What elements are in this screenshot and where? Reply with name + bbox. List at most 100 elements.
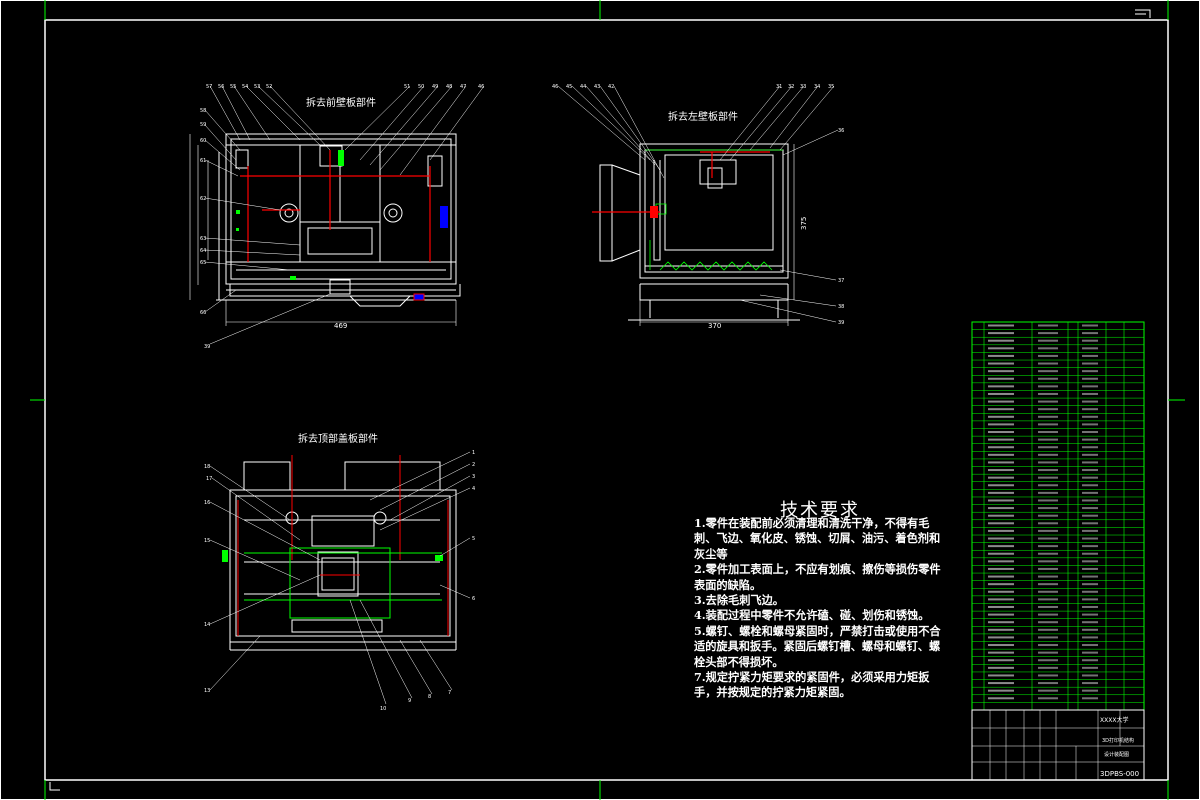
bom-cell-mark bbox=[1082, 354, 1098, 357]
svg-text:32: 32 bbox=[788, 84, 794, 90]
bom-cell-mark bbox=[1082, 628, 1098, 631]
bom-cell-mark bbox=[1038, 415, 1058, 418]
bom-cell-mark bbox=[1038, 575, 1058, 578]
bom-cell-mark bbox=[988, 659, 1014, 662]
bom-cell-mark bbox=[1038, 324, 1058, 327]
bom-cell-mark bbox=[988, 507, 1014, 510]
title-block-name-2: 设计装配图 bbox=[1104, 751, 1129, 758]
bom-cell-mark bbox=[988, 362, 1014, 365]
bom-cell-mark bbox=[1082, 392, 1098, 395]
bom-cell-mark bbox=[1038, 385, 1058, 388]
bom-cell-mark bbox=[1082, 621, 1098, 624]
req-item-7: 7.规定拧紧力矩要求的紧固件，必须采用力矩扳手，并按规定的拧紧力矩紧固。 bbox=[694, 670, 930, 700]
bom-cell-mark bbox=[1082, 362, 1098, 365]
svg-text:4: 4 bbox=[472, 486, 475, 492]
tech-requirements-title: 技术要求 bbox=[780, 500, 860, 521]
bom-cell-mark bbox=[1038, 621, 1058, 624]
bom-cell-mark bbox=[1038, 613, 1058, 616]
title-block-name-1: 3D打印机结构 bbox=[1102, 737, 1134, 744]
bom-cell-mark bbox=[988, 674, 1014, 677]
bom-cell-mark bbox=[1082, 529, 1098, 532]
svg-text:35: 35 bbox=[828, 84, 834, 90]
bom-cell-mark bbox=[1082, 324, 1098, 327]
bom-cell-mark bbox=[1082, 636, 1098, 639]
bom-cell-mark bbox=[1038, 666, 1058, 669]
svg-text:10: 10 bbox=[380, 706, 386, 712]
bom-cell-mark bbox=[1082, 370, 1098, 373]
bom-cell-mark bbox=[1038, 408, 1058, 411]
bom-cell-mark bbox=[1082, 651, 1098, 654]
sheet-inner-border bbox=[44, 19, 1169, 781]
bom-cell-mark bbox=[1038, 431, 1058, 434]
bom-cell-mark bbox=[1082, 552, 1098, 555]
bom-cell-mark bbox=[988, 537, 1014, 540]
svg-text:61: 61 bbox=[200, 158, 206, 164]
bom-cell-mark bbox=[988, 347, 1014, 350]
bom-cell-mark bbox=[1038, 499, 1058, 502]
svg-text:60: 60 bbox=[200, 138, 206, 144]
svg-text:44: 44 bbox=[580, 84, 586, 90]
req-item-2: 2.零件加工表面上，不应有划痕、擦伤等损伤零件表面的缺陷。 bbox=[694, 562, 941, 592]
bom-cell-mark bbox=[988, 545, 1014, 548]
bom-cell-mark bbox=[1038, 697, 1058, 700]
bom-cell-mark bbox=[1038, 537, 1058, 540]
bom-cell-mark bbox=[988, 651, 1014, 654]
svg-text:54: 54 bbox=[242, 84, 248, 90]
bom-cell-mark bbox=[988, 567, 1014, 570]
bom-cell-mark bbox=[988, 400, 1014, 403]
bom-cell-mark bbox=[1038, 339, 1058, 342]
req-item-1: 1.零件在装配前必须清理和清洗干净，不得有毛刺、飞边、氧化皮、锈蚀、切屑、油污、… bbox=[694, 516, 941, 561]
svg-text:64: 64 bbox=[200, 248, 206, 254]
title-block-org: XXXX大学 bbox=[1100, 716, 1128, 724]
bom-cell-mark bbox=[1038, 453, 1058, 456]
bom-cell-mark bbox=[1038, 469, 1058, 472]
bom-cell-mark bbox=[1038, 400, 1058, 403]
bom-cell-mark bbox=[988, 415, 1014, 418]
bom-cell-mark bbox=[988, 583, 1014, 586]
svg-text:42: 42 bbox=[608, 84, 614, 90]
bom-cell-mark bbox=[1082, 613, 1098, 616]
svg-text:2: 2 bbox=[472, 462, 475, 468]
bom-cell-mark bbox=[1082, 499, 1098, 502]
bom-cell-mark bbox=[1038, 347, 1058, 350]
bom-cell-mark bbox=[988, 621, 1014, 624]
bom-table bbox=[971, 321, 1145, 711]
bom-cell-mark bbox=[988, 613, 1014, 616]
bom-cell-mark bbox=[1038, 636, 1058, 639]
bom-cell-mark bbox=[988, 514, 1014, 517]
svg-text:7: 7 bbox=[448, 690, 451, 696]
bom-cell-mark bbox=[1082, 491, 1098, 494]
bom-cell-mark bbox=[988, 377, 1014, 380]
bom-cell-mark bbox=[1038, 484, 1058, 487]
bom-cell-mark bbox=[1082, 659, 1098, 662]
bom-cell-mark bbox=[1082, 332, 1098, 335]
svg-text:34: 34 bbox=[814, 84, 820, 90]
bom-cell-mark bbox=[1082, 598, 1098, 601]
svg-text:17: 17 bbox=[206, 476, 212, 482]
svg-text:46: 46 bbox=[478, 84, 484, 90]
bom-cell-mark bbox=[1082, 453, 1098, 456]
svg-text:50: 50 bbox=[418, 84, 424, 90]
bom-cell-mark bbox=[1082, 605, 1098, 608]
bom-cell-mark bbox=[1082, 522, 1098, 525]
top-view-title: 拆去顶部盖板部件 bbox=[298, 432, 378, 445]
svg-text:33: 33 bbox=[800, 84, 806, 90]
bom-cell-mark bbox=[988, 575, 1014, 578]
bom-cell-mark bbox=[1038, 583, 1058, 586]
bom-cell-mark bbox=[1082, 666, 1098, 669]
bom-cell-mark bbox=[1038, 514, 1058, 517]
bom-cell-mark bbox=[1038, 476, 1058, 479]
svg-text:52: 52 bbox=[266, 84, 272, 90]
bom-cell-mark bbox=[1038, 529, 1058, 532]
bom-cell-mark bbox=[1038, 332, 1058, 335]
bom-cell-mark bbox=[1082, 537, 1098, 540]
bom-cell-mark bbox=[1038, 392, 1058, 395]
front-width-dimension: 469 bbox=[334, 322, 347, 330]
bom-cell-mark bbox=[1082, 583, 1098, 586]
bom-cell-mark bbox=[1038, 438, 1058, 441]
bom-cell-mark bbox=[988, 476, 1014, 479]
bom-cell-mark bbox=[1038, 423, 1058, 426]
bom-cell-mark bbox=[988, 461, 1014, 464]
svg-text:13: 13 bbox=[204, 688, 210, 694]
